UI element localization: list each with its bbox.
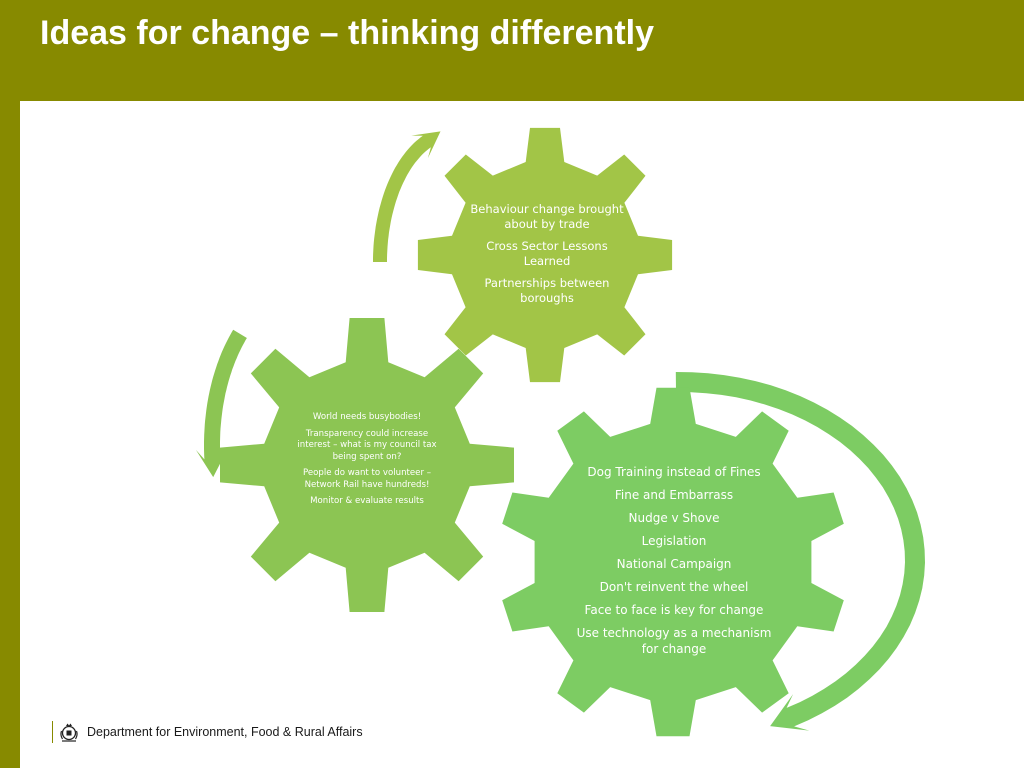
gear-right-item: Nudge v Shove	[628, 511, 720, 525]
footer: Department for Environment, Food & Rural…	[52, 720, 363, 744]
left-accent-bar	[0, 0, 20, 768]
gear-top	[417, 127, 673, 383]
gear-left	[220, 318, 514, 612]
header-band	[0, 0, 1024, 101]
gear-top-item: Partnerships between boroughs	[484, 276, 610, 305]
cycle-arrow-left	[195, 329, 247, 478]
gear-left-item: People do want to volunteer – Network Ra…	[302, 468, 432, 490]
gear-right-item: National Campaign	[616, 557, 732, 571]
gear-left-item: Transparency could increase interest – w…	[297, 428, 437, 462]
gear-top-text: Behaviour change brought about by trade …	[462, 202, 632, 313]
slide-title: Ideas for change – thinking differently	[40, 14, 654, 52]
gear-right	[502, 387, 844, 737]
gear-right-item: Use technology as a mechanism for change	[576, 626, 772, 656]
gear-left-item: Monitor & evaluate results	[310, 496, 424, 506]
gear-top-item: Cross Sector Lessons Learned	[486, 239, 608, 268]
gear-right-item: Dog Training instead of Fines	[587, 465, 761, 479]
cycle-arrow-right	[675, 372, 925, 731]
gear-right-item: Face to face is key for change	[584, 603, 764, 617]
gear-right-text: Dog Training instead of Fines Fine and E…	[570, 464, 778, 664]
footer-organisation-name: Department for Environment, Food & Rural…	[87, 725, 363, 739]
footer-divider	[52, 721, 53, 743]
gear-right-item: Fine and Embarrass	[614, 488, 734, 502]
royal-crest-icon	[60, 723, 78, 742]
gear-right-item: Legislation	[641, 534, 707, 548]
gear-left-item: World needs busybodies!	[312, 412, 422, 422]
gear-top-item: Behaviour change brought about by trade	[470, 202, 624, 231]
cycle-arrow-top	[373, 131, 441, 262]
gear-left-text: World needs busybodies! Transparency cou…	[292, 412, 442, 513]
gear-right-item: Don't reinvent the wheel	[599, 580, 749, 594]
